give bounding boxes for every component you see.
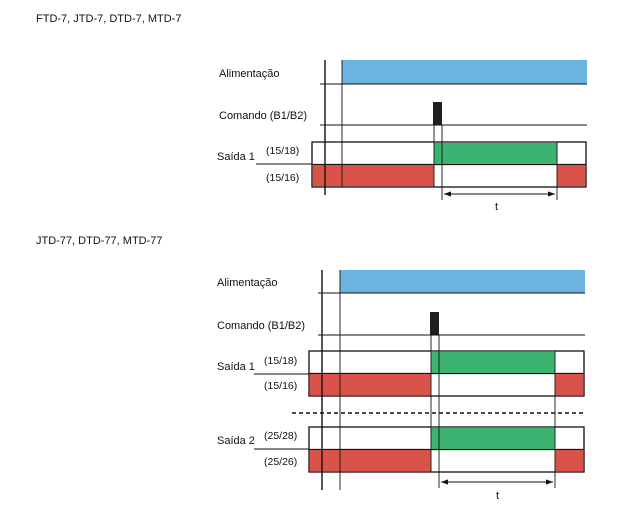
diagram-1: FTD-7, JTD-7, DTD-7, MTD-7 Alimentação C… xyxy=(36,13,587,213)
output-2-no-label: (25/26) xyxy=(264,456,297,468)
power-label: Alimentação xyxy=(219,68,280,80)
time-label: t xyxy=(495,201,498,213)
time-label: t xyxy=(496,490,499,502)
output-1-no-on-bar-end xyxy=(557,165,586,187)
output-1-no-label: (15/16) xyxy=(266,172,299,184)
output-2-nc-label: (25/28) xyxy=(264,430,297,442)
output-2-nc-on-bar xyxy=(431,428,555,449)
output-1-no-label: (15/16) xyxy=(264,380,297,392)
command-label: Comando (B1/B2) xyxy=(217,320,305,332)
diagram-2-title: JTD-77, DTD-77, MTD-77 xyxy=(36,235,163,247)
command-label: Comando (B1/B2) xyxy=(219,110,307,122)
power-on-bar xyxy=(340,270,585,293)
command-pulse xyxy=(430,312,439,335)
output-2-no-on-bar-start xyxy=(309,450,431,472)
output-2-label: Saída 2 xyxy=(217,435,255,447)
output-1-label: Saída 1 xyxy=(217,151,255,163)
diagram-1-title: FTD-7, JTD-7, DTD-7, MTD-7 xyxy=(36,13,181,25)
output-2-no-on-bar-end xyxy=(555,450,584,472)
output-1-label: Saída 1 xyxy=(217,361,255,373)
power-label: Alimentação xyxy=(217,277,278,289)
output-1-nc-label: (15/18) xyxy=(264,355,297,367)
command-pulse xyxy=(433,102,442,125)
output-1-nc-on-bar xyxy=(434,143,557,164)
output-1-no-on-bar-start xyxy=(312,165,434,187)
power-on-bar xyxy=(342,60,587,84)
output-1-nc-label: (15/18) xyxy=(266,145,299,157)
diagram-2: JTD-77, DTD-77, MTD-77 Alimentação Coman… xyxy=(36,235,585,502)
output-1-no-on-bar-start xyxy=(309,374,431,396)
output-1-no-on-bar-end xyxy=(555,374,584,396)
output-1-nc-on-bar xyxy=(431,352,555,373)
